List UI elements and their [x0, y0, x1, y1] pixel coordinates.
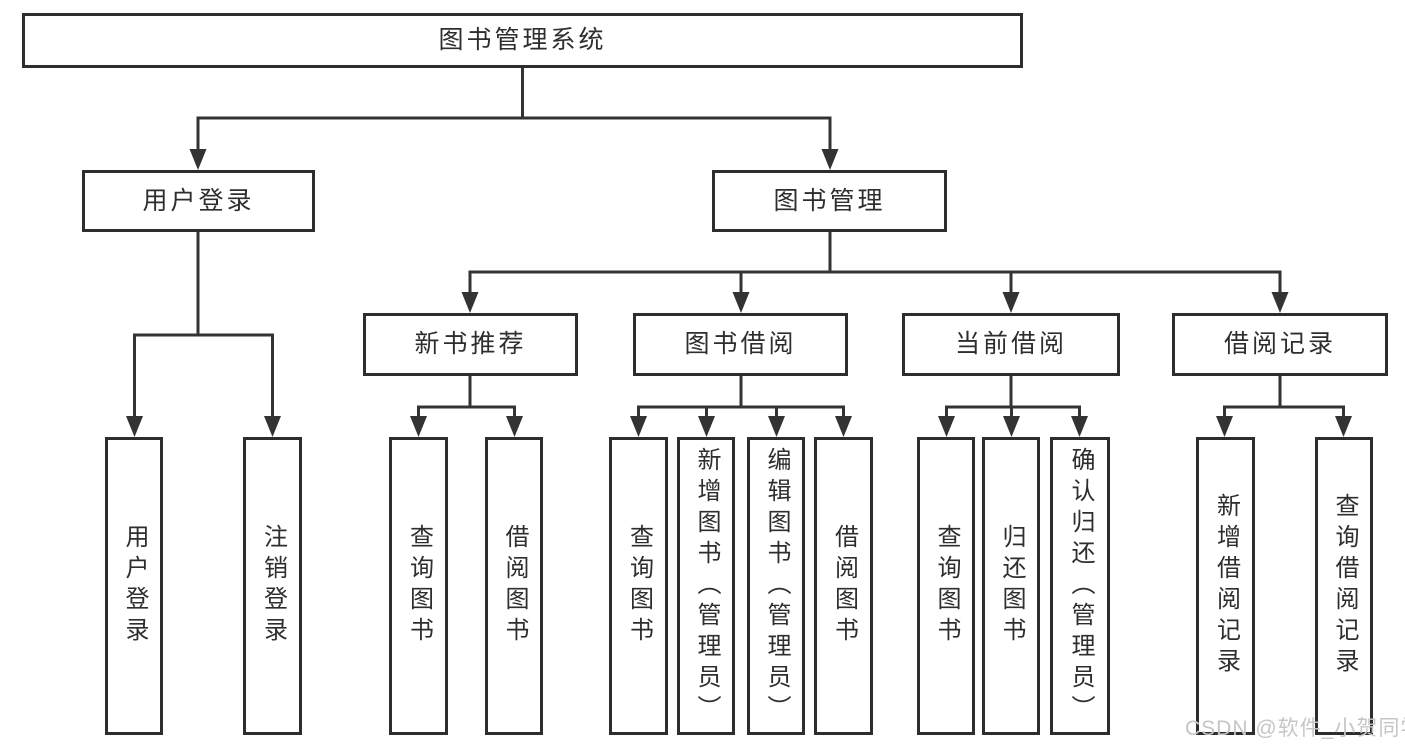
- node-label: 图书管理: [773, 186, 886, 215]
- node-label: 编辑图书（管理员）: [763, 446, 790, 726]
- node-book-management-branch: 图书管理: [712, 170, 947, 232]
- connector-root-split: [189, 66, 839, 170]
- node-leaf-edit-book-admin: 编辑图书（管理员）: [747, 437, 805, 735]
- node-label: 图书借阅: [684, 330, 797, 358]
- node-user-login-branch: 用户登录: [82, 170, 315, 232]
- node-label: 确认归还（管理员）: [1067, 446, 1094, 726]
- connector-newbook-split: [410, 374, 523, 437]
- csdn-watermark: CSDN @软件_小贺同学: [1185, 717, 1405, 740]
- node-root-system: 图书管理系统: [22, 13, 1023, 68]
- node-leaf-user-login: 用户登录: [105, 437, 163, 735]
- node-leaf-query-book-2: 查询图书: [609, 437, 668, 735]
- node-label: 新书推荐: [414, 330, 527, 358]
- node-leaf-query-borrow-record: 查询借阅记录: [1315, 437, 1373, 735]
- node-leaf-add-borrow-record: 新增借阅记录: [1196, 437, 1255, 735]
- node-leaf-add-book-admin: 新增图书（管理员）: [677, 437, 735, 735]
- node-section-borrow-record: 借阅记录: [1172, 313, 1388, 376]
- node-label: 查询图书: [405, 524, 433, 648]
- node-label: 用户登录: [142, 186, 255, 215]
- node-leaf-confirm-return-admin: 确认归还（管理员）: [1050, 437, 1110, 735]
- node-label: 用户登录: [121, 524, 148, 648]
- connector-record-split: [1216, 374, 1352, 437]
- node-label: 查询借阅记录: [1331, 493, 1358, 679]
- node-label: 借阅图书: [501, 524, 528, 648]
- node-leaf-return-book: 归还图书: [982, 437, 1040, 735]
- node-section-book-borrow: 图书借阅: [633, 313, 848, 376]
- connector-login-split: [126, 230, 281, 437]
- node-leaf-query-book-1: 查询图书: [389, 437, 448, 735]
- node-label: 归还图书: [998, 524, 1025, 648]
- node-section-new-book: 新书推荐: [363, 313, 578, 376]
- node-label: 查询图书: [933, 524, 960, 648]
- node-leaf-query-book-3: 查询图书: [917, 437, 975, 735]
- node-leaf-borrow-book-1: 借阅图书: [485, 437, 543, 735]
- node-leaf-logout: 注销登录: [243, 437, 302, 735]
- connector-management-split: [461, 230, 1289, 313]
- node-section-current-borrow: 当前借阅: [902, 313, 1120, 376]
- node-label: 新增图书（管理员）: [693, 446, 720, 726]
- node-label: 借阅记录: [1223, 330, 1336, 358]
- node-label: 查询图书: [625, 524, 653, 648]
- node-label: 新增借阅记录: [1212, 493, 1240, 679]
- node-leaf-borrow-book-2: 借阅图书: [814, 437, 873, 735]
- node-label: 注销登录: [259, 524, 287, 648]
- node-label: 借阅图书: [830, 524, 858, 648]
- connector-current-split: [938, 374, 1088, 437]
- connector-borrow-split: [630, 374, 852, 437]
- node-label: 图书管理系统: [438, 26, 607, 54]
- node-label: 当前借阅: [954, 330, 1067, 358]
